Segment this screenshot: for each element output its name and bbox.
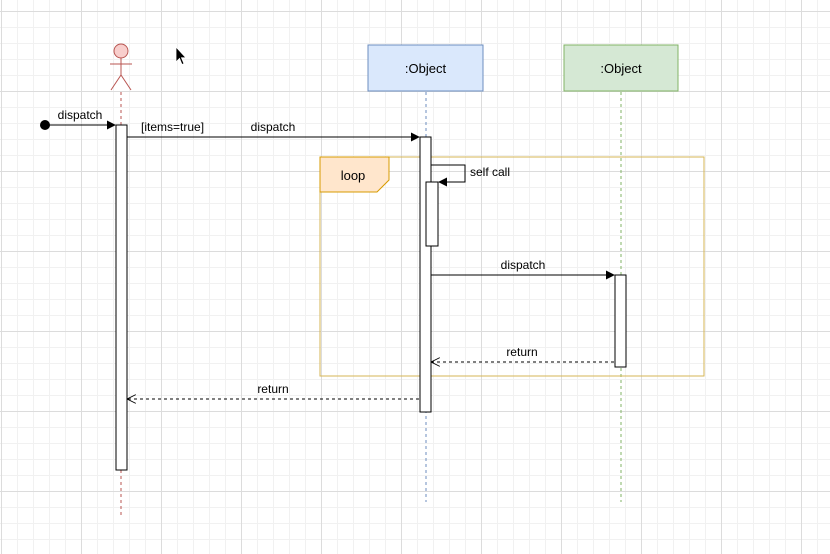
return-message-2-label: return [257,382,288,396]
object1-header[interactable]: :Object [367,44,484,92]
dispatch-message-1-label: dispatch [251,120,296,134]
self-call-message[interactable]: self call [431,164,510,187]
found-message[interactable]: dispatch [40,108,116,130]
loop-fragment[interactable]: loop [319,156,705,377]
return-message-1-label: return [506,345,537,359]
actor-activation-bar[interactable] [115,124,128,471]
dispatch-message-2-label: dispatch [501,258,546,272]
guard-label: [items=true] [141,120,204,134]
object2-header[interactable]: :Object [563,44,679,92]
self-call-activation-bar[interactable] [425,181,439,247]
self-call-label: self call [470,165,510,179]
object1-label: :Object [405,61,447,76]
loop-label: loop [341,168,366,183]
object2-label: :Object [600,61,642,76]
object1-activation-bar[interactable] [419,136,432,413]
found-message-label: dispatch [58,108,103,122]
return-message-2[interactable]: return [128,382,419,399]
mouse-cursor-icon [175,45,187,66]
dispatch-message-2[interactable]: dispatch [431,258,615,280]
dispatch-message-1[interactable]: [items=true] dispatch [127,120,420,142]
object2-activation-bar[interactable] [614,274,627,368]
actor-icon[interactable] [110,43,132,91]
return-message-1[interactable]: return [432,345,614,362]
